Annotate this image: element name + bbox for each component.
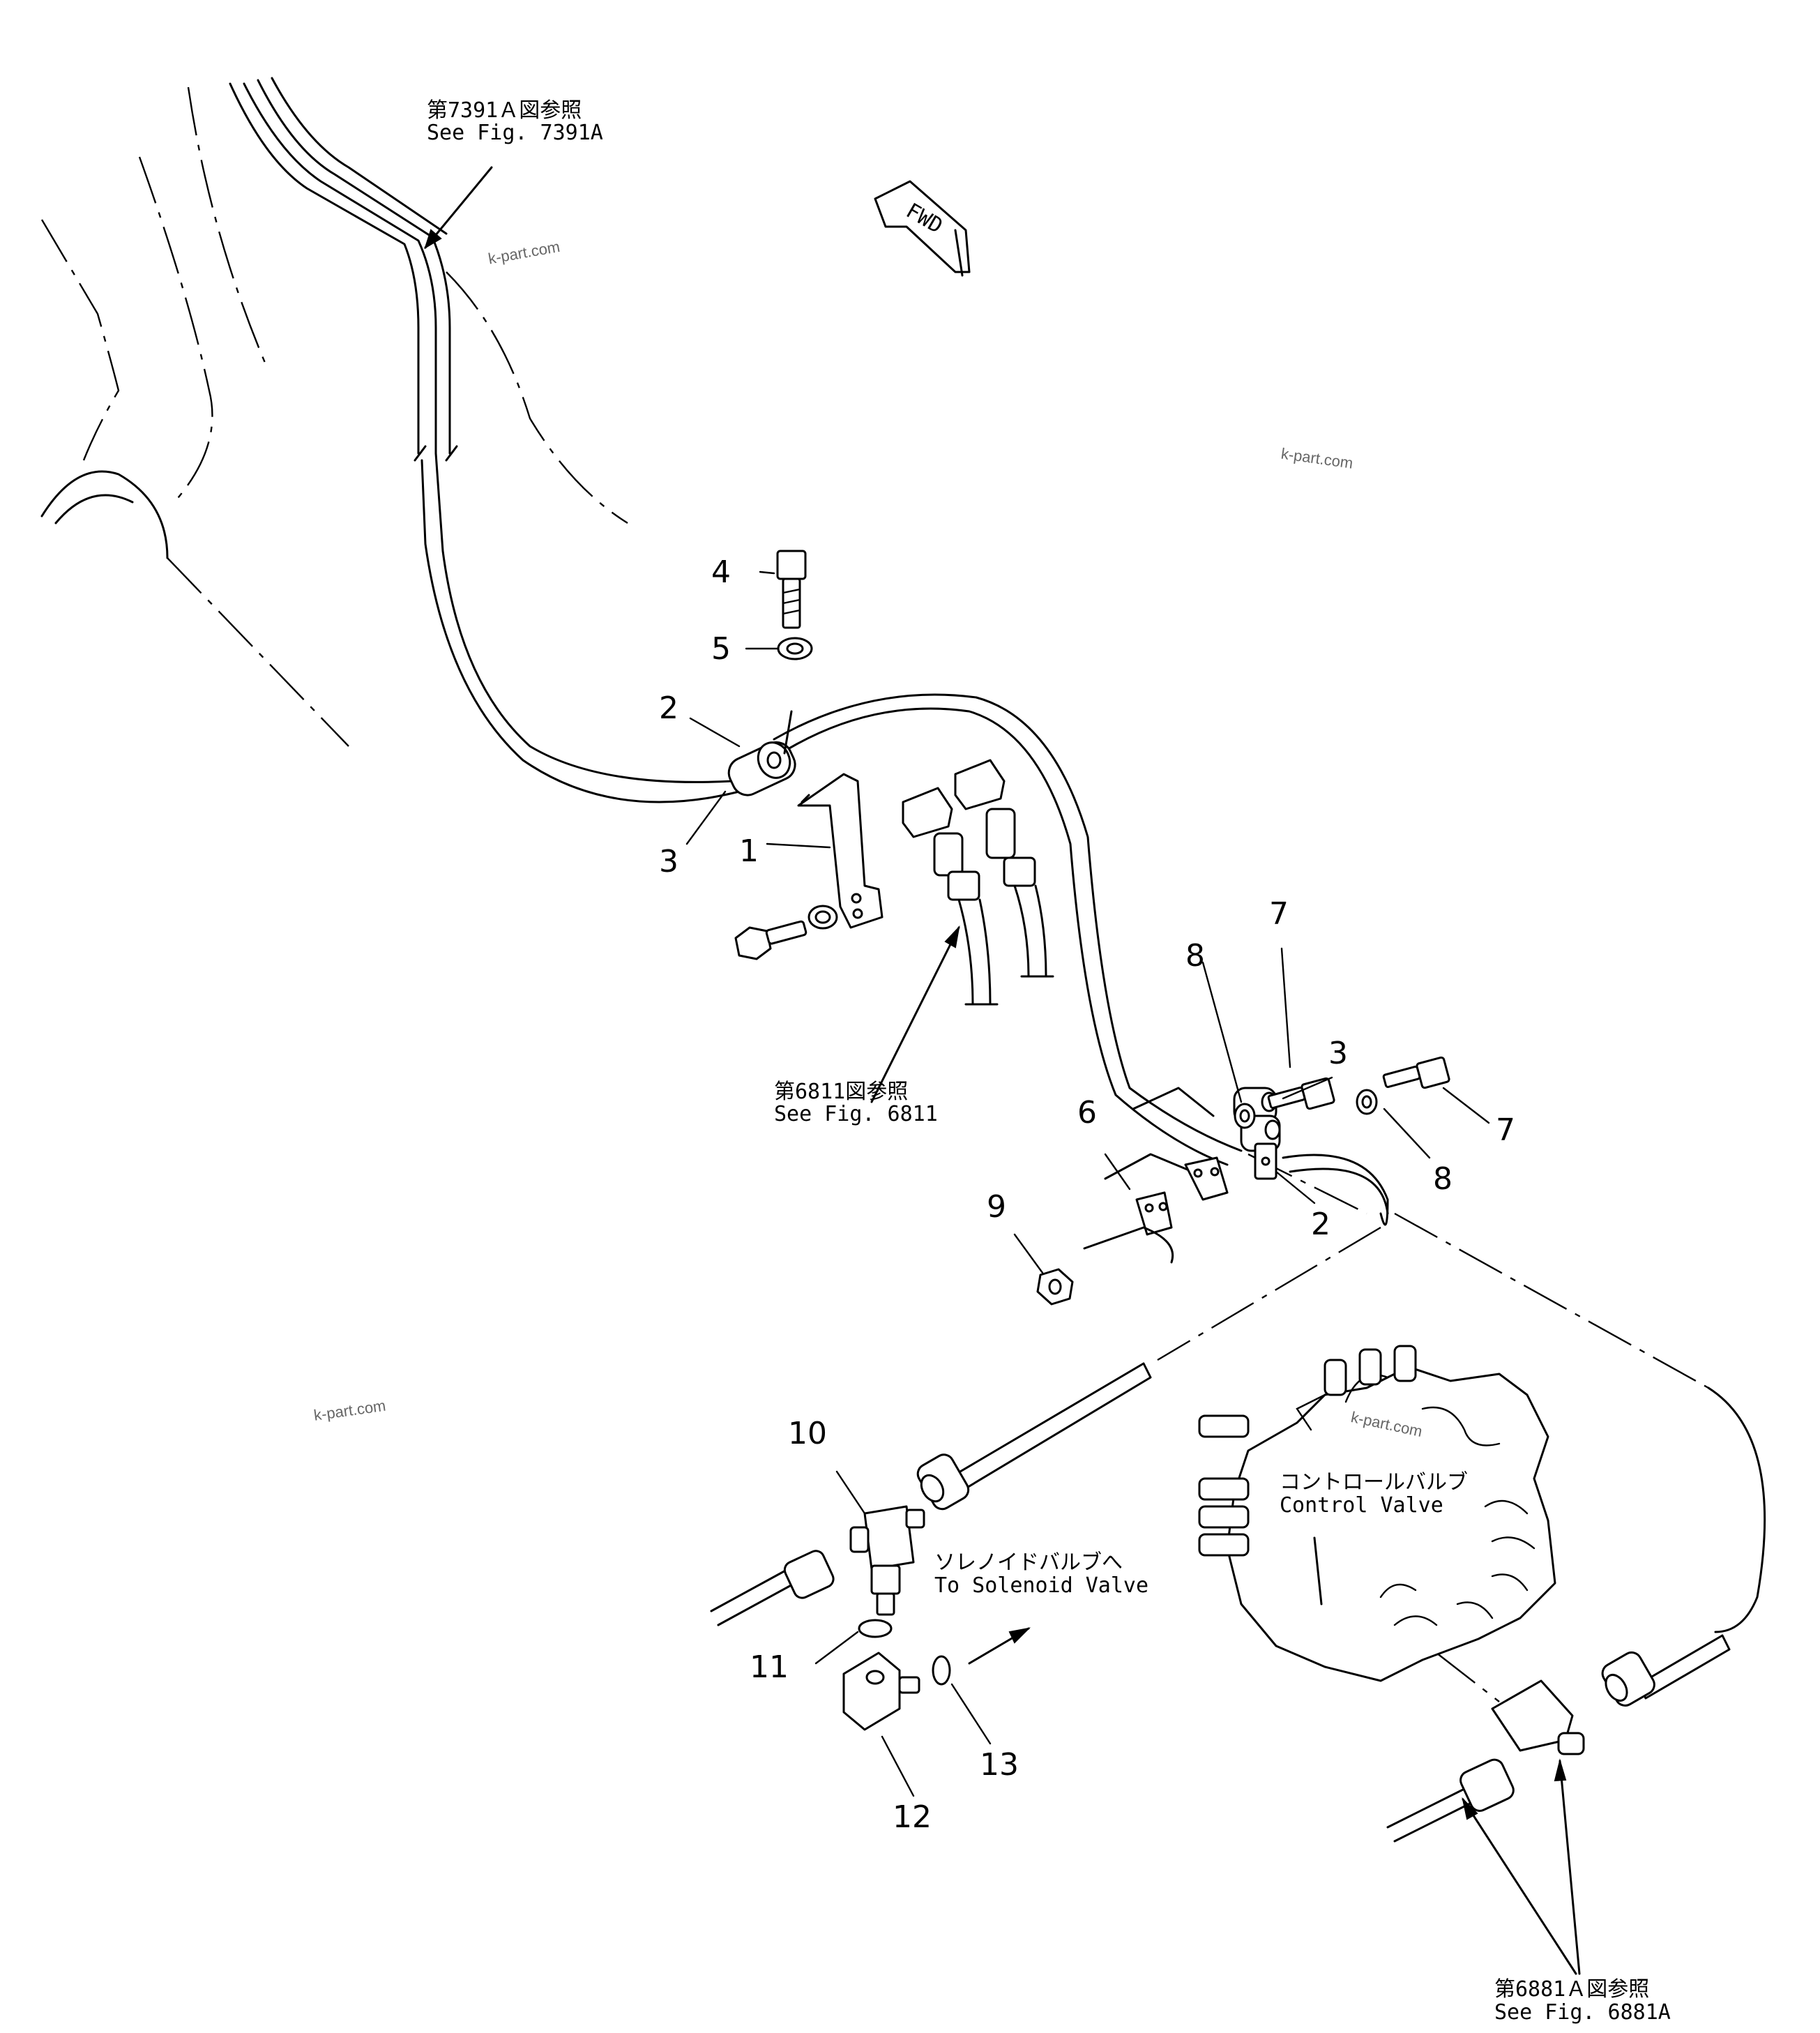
callout-7-lower: 7 — [1496, 1112, 1515, 1148]
part-6-plates — [1083, 1087, 1229, 1264]
lower-hose — [710, 1362, 1152, 1626]
solenoid-valve-jp-label: ソレノイドバルブへ — [934, 1550, 1123, 1575]
part-8-washers — [1234, 1089, 1378, 1129]
callout-13: 13 — [980, 1747, 1019, 1783]
callout-5: 5 — [711, 631, 731, 667]
callout-12: 12 — [893, 1799, 932, 1835]
part-10-elbow — [849, 1505, 925, 1616]
fig6881a-jp-label: 第6881Ａ図参照 — [1494, 1977, 1649, 2002]
part-13-o-ring — [932, 1655, 951, 1686]
callout-8-upper: 8 — [1185, 938, 1205, 974]
control-valve-en-label: Control Valve — [1280, 1493, 1443, 1518]
callout-8-lower: 8 — [1433, 1161, 1453, 1197]
watermarks: k-part.com k-part.com k-part.com k-part.… — [312, 238, 1424, 1440]
callout-4: 4 — [711, 554, 731, 590]
reference-labels: 第7391Ａ図参照 See Fig. 7391A 第6811図参照 See Fi… — [427, 98, 1671, 2025]
fig7391a-jp-label: 第7391Ａ図参照 — [427, 98, 582, 123]
callout-1: 1 — [739, 833, 759, 869]
callout-3-lower: 3 — [1328, 1036, 1348, 1071]
part-11-o-ring — [858, 1619, 893, 1638]
callout-7-upper: 7 — [1269, 896, 1289, 932]
part-12-block — [842, 1652, 920, 1731]
callout-10: 10 — [788, 1416, 827, 1451]
fig6811-fittings — [902, 759, 1054, 1006]
lower-right-hose — [1386, 1634, 1731, 1843]
solenoid-valve-en-label: To Solenoid Valve — [934, 1573, 1148, 1598]
callout-11: 11 — [750, 1649, 789, 1685]
control-valve-jp-label: コントロールバルブ — [1280, 1470, 1468, 1495]
fig6811-en-label: See Fig. 6811 — [774, 1102, 938, 1126]
watermark-3: k-part.com — [312, 1397, 386, 1424]
control-valve — [1198, 1345, 1556, 1682]
watermark-1: k-part.com — [487, 238, 561, 268]
leader-lines — [424, 166, 1581, 1975]
bracket-bolt — [734, 905, 838, 960]
callout-6: 6 — [1077, 1095, 1097, 1131]
fig7391a-en-label: See Fig. 7391A — [427, 121, 603, 145]
fig6811-jp-label: 第6811図参照 — [774, 1080, 908, 1104]
callout-numbers: 1 2 2 3 3 4 5 6 7 7 8 8 9 10 11 12 13 — [659, 554, 1515, 1835]
callout-2-lower: 2 — [1311, 1207, 1330, 1242]
part-9-nut — [1036, 1268, 1074, 1306]
part-5-washer — [777, 637, 813, 660]
part-4-bolt — [776, 550, 807, 629]
fig6881a-en-label: See Fig. 6881A — [1494, 2000, 1671, 2025]
upper-clamp — [727, 710, 796, 796]
callout-9: 9 — [987, 1189, 1006, 1225]
callout-2-upper: 2 — [659, 690, 678, 726]
upper-hose-bundle — [229, 77, 741, 803]
fwd-direction-arrow: FWD — [874, 180, 971, 277]
part-7-bolts — [1267, 1056, 1450, 1110]
watermark-2: k-part.com — [1280, 445, 1354, 472]
callout-3-upper: 3 — [659, 844, 678, 879]
machine-frame-outline — [40, 86, 628, 747]
part-1-bracket — [797, 773, 884, 929]
